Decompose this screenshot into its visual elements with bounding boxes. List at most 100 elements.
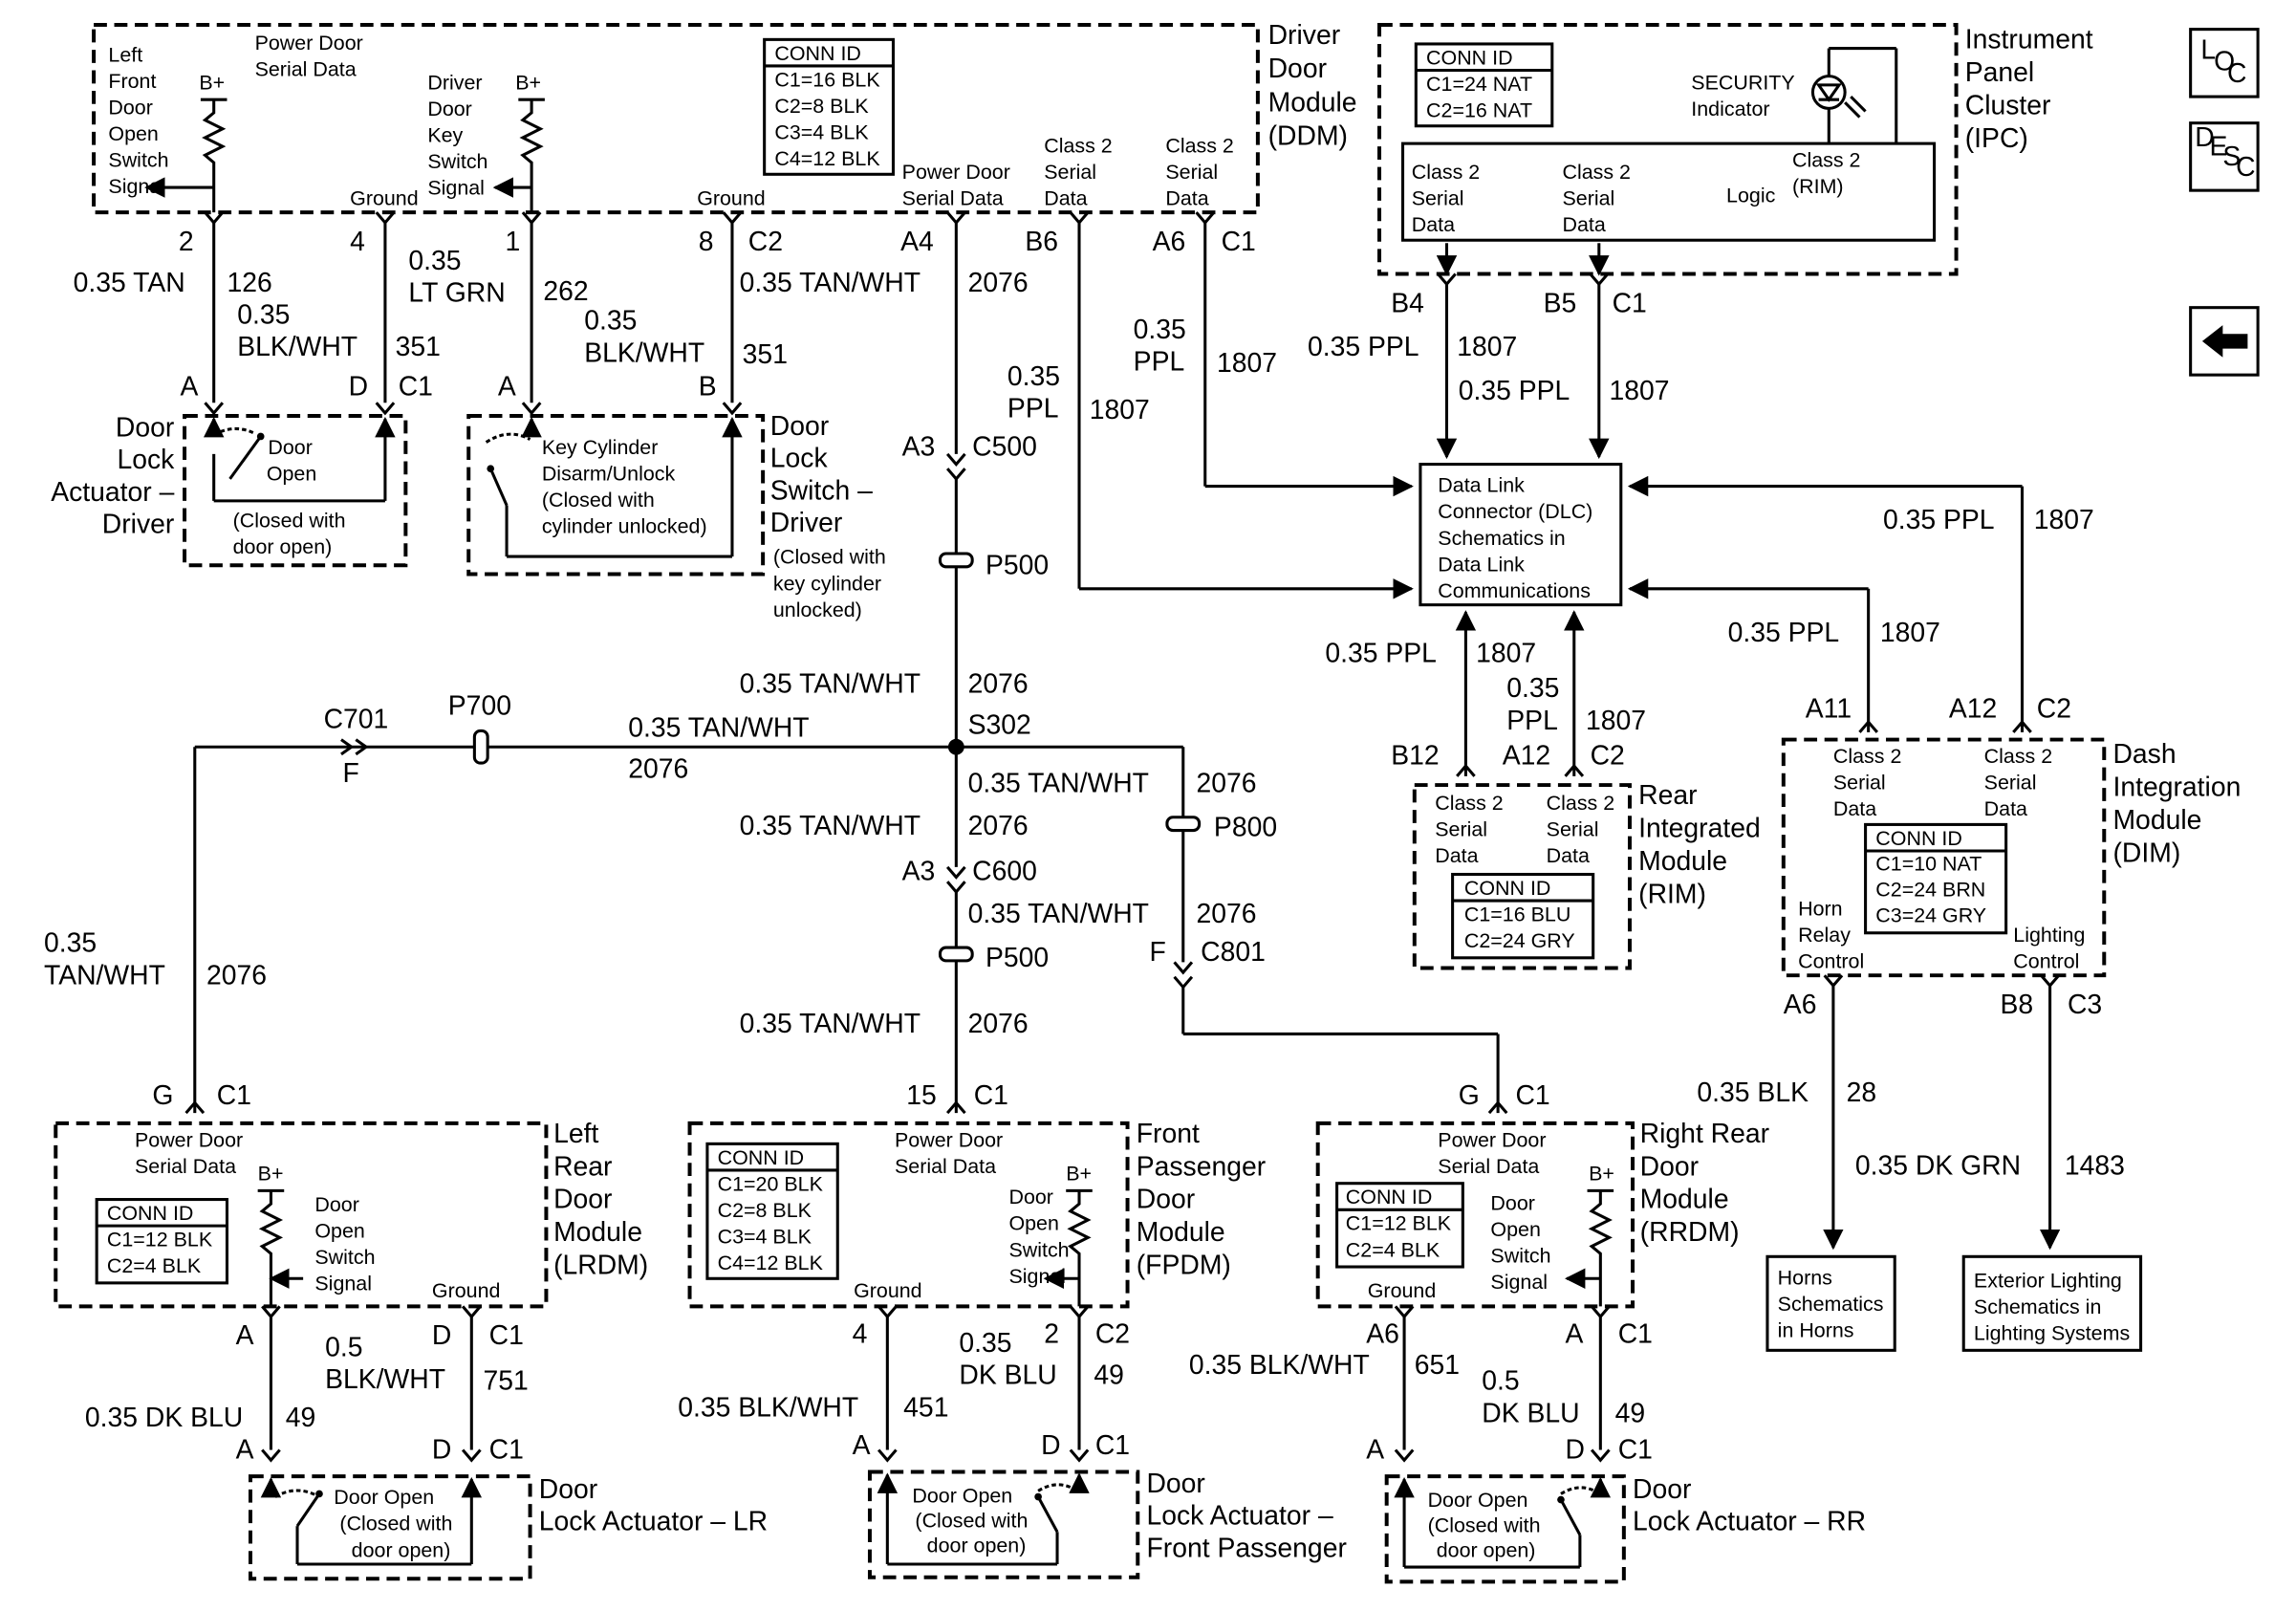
text-line: 0.5 (325, 1332, 362, 1362)
text-line: C1=20 BLK (718, 1172, 824, 1195)
text-line: Lock Actuator – LR (539, 1507, 768, 1537)
text-line: Class 2 (1165, 134, 1233, 157)
text-line: SECURITY (1691, 71, 1794, 94)
text-line: Serial (1412, 186, 1464, 209)
ground-label: Ground (854, 1279, 922, 1302)
wire-color: 0.35 PPL (1308, 332, 1419, 362)
pin-label: A (498, 372, 516, 403)
ipc-logic-label: Logic (1726, 184, 1776, 207)
pin-label: A3 (902, 857, 936, 887)
text-line: key cylinder (773, 572, 881, 595)
wire-color: 0.35 PPL (1459, 376, 1570, 406)
text-line: Horns (1778, 1266, 1832, 1289)
ipc-conn-id (1414, 42, 1554, 128)
text-line: Actuator – (51, 477, 174, 508)
text-line: Door Open (1428, 1489, 1528, 1512)
connector-label: C1 (217, 1080, 251, 1111)
circuit-number: 49 (1094, 1361, 1124, 1391)
text-line: Door (1490, 1191, 1534, 1214)
class2-circuits: B4 B5 C1 0.35 PPL 1807 0.35 PPL 1807 0.3… (1077, 222, 2094, 776)
wire-color: 0.35 TAN/WHT (968, 769, 1149, 799)
pin-label: G (152, 1080, 173, 1111)
pin-label: B12 (1391, 741, 1439, 772)
wire-color: 0.35 PPL (1883, 505, 1995, 535)
ground-label: Ground (350, 186, 419, 209)
text-line: CONN ID (718, 1146, 805, 1169)
text-line: Power Door (255, 32, 363, 54)
circuit-number: 1807 (1090, 395, 1150, 425)
back-arrow-button[interactable] (2189, 306, 2260, 377)
connector-label: C1 (1618, 1435, 1653, 1466)
text-line: Module (1640, 1185, 1729, 1215)
circuit-number: 2076 (1197, 769, 1257, 799)
connector-label: C1 (1613, 288, 1647, 318)
desc-button[interactable]: DESC (2189, 121, 2260, 192)
loc-button[interactable]: LOC (2189, 28, 2260, 98)
text-line: Lock (117, 445, 175, 475)
text-line: Signal (427, 177, 485, 200)
text-line: Door Open (912, 1485, 1012, 1508)
text-line: Schematics in (1974, 1295, 2101, 1318)
dim-conn-id (1864, 822, 2008, 935)
circuit-number: 351 (743, 339, 788, 370)
text-line: Open (108, 122, 158, 145)
text-line: Control (2013, 950, 2079, 973)
security-led-icon (1810, 75, 1847, 110)
circuit-number: 1807 (1476, 638, 1536, 668)
text-line: Driver (1268, 20, 1341, 51)
text-line: Power Door (902, 161, 1010, 184)
text-char: O (2214, 47, 2235, 77)
connector-label: C500 (972, 431, 1037, 462)
text-line: Lighting Systems (1974, 1322, 2130, 1345)
connector-label: C2 (1095, 1319, 1130, 1350)
p800-connector (1165, 816, 1202, 833)
exterior-lighting-reference (1961, 1254, 2143, 1352)
connector-label: C1 (1222, 227, 1256, 257)
connector-label: C2 (1591, 741, 1625, 772)
pin-label: A12 (1503, 741, 1550, 772)
connector-label: C1 (489, 1435, 524, 1466)
text-line: Switch (314, 1246, 375, 1269)
pin-label: 8 (699, 227, 714, 257)
text-line: Rear (553, 1151, 612, 1182)
text-line: C1=16 BLK (774, 68, 880, 91)
pin-label: D (349, 372, 368, 403)
text-line: C1=12 BLK (1346, 1212, 1452, 1235)
pin-label: A11 (1806, 694, 1852, 725)
text-line: Switch (1008, 1238, 1069, 1261)
text-line: BLK/WHT (584, 337, 704, 368)
pin-label: A6 (1784, 990, 1817, 1020)
text-line: Schematics in (1438, 527, 1565, 550)
wire-color: 0.35 DK GRN (1855, 1151, 2021, 1182)
text-line: (IPC) (1965, 123, 2028, 154)
text-line: 0.35 (237, 300, 290, 331)
text-line: 0.35 (959, 1328, 1011, 1359)
text-char: C (2236, 152, 2255, 183)
text-line: Instrument (1965, 25, 2093, 55)
text-line: (RIM) (1792, 175, 1844, 198)
text-line: C2=4 BLK (1346, 1238, 1440, 1261)
pin-label: A4 (900, 227, 934, 257)
text-line: Module (1638, 846, 1727, 877)
text-line: Right Rear (1640, 1119, 1769, 1149)
text-line: Open (1008, 1212, 1058, 1235)
text-line: Dash (2112, 739, 2176, 770)
text-line: Class 2 (1833, 745, 1901, 768)
horns-reference (1765, 1254, 1896, 1352)
text-line: PPL (1007, 394, 1059, 425)
desc-label: DESC (2195, 122, 2255, 183)
